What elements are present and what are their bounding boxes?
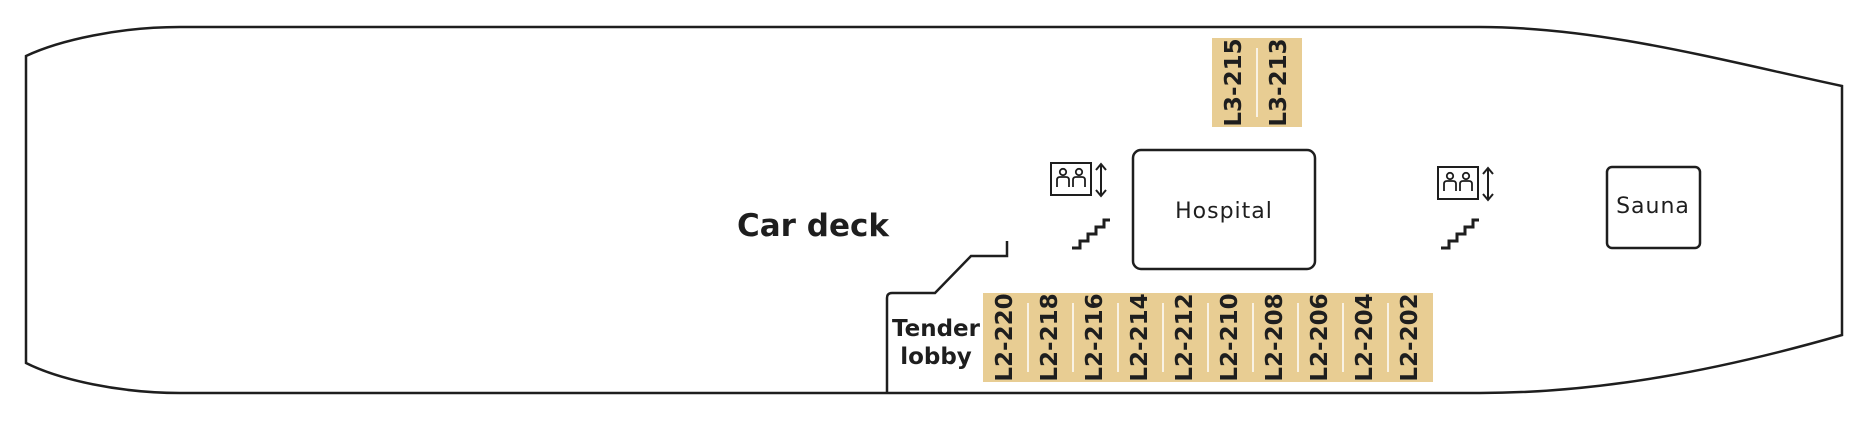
cabin-number: L3-213 bbox=[1266, 38, 1292, 126]
cabin-number: L3-215 bbox=[1221, 38, 1247, 126]
hospital-label: Hospital bbox=[1175, 199, 1273, 224]
car-deck-label: Car deck bbox=[737, 208, 890, 244]
cabin[interactable]: L2-202 bbox=[1387, 293, 1433, 382]
cabin-number: L2-216 bbox=[1082, 293, 1108, 381]
cabin[interactable]: L2-212 bbox=[1162, 293, 1208, 382]
cabin[interactable]: L3-213 bbox=[1256, 38, 1302, 127]
stairs-icon bbox=[1441, 218, 1479, 250]
cabin-number: L2-220 bbox=[992, 293, 1018, 381]
cabin-block[interactable] bbox=[1388, 293, 1433, 382]
cabin[interactable]: L2-218 bbox=[1027, 293, 1073, 382]
cabin-number: L2-210 bbox=[1217, 293, 1243, 381]
elevator-icon bbox=[1437, 166, 1494, 202]
cabin[interactable]: L2-214 bbox=[1117, 293, 1163, 382]
cabin-block[interactable] bbox=[1257, 38, 1302, 127]
cabin-number: L2-212 bbox=[1172, 293, 1198, 381]
cabin[interactable]: L2-206 bbox=[1297, 293, 1343, 382]
cabin-block[interactable] bbox=[1253, 293, 1298, 382]
hospital-room[interactable] bbox=[1131, 148, 1317, 271]
cabin-block[interactable] bbox=[1343, 293, 1388, 382]
cabin[interactable]: L2-210 bbox=[1207, 293, 1253, 382]
tender-lobby-label-line2: lobby bbox=[900, 344, 972, 370]
cabin-number: L2-208 bbox=[1262, 293, 1288, 381]
cabin-number: L2-218 bbox=[1037, 293, 1063, 381]
lower-cabin-group: L2-220 L2-218 L2-216 L2-214 L2-212 L2-210 L2-2… bbox=[983, 293, 1433, 382]
cabin-block[interactable] bbox=[1118, 293, 1163, 382]
cabin-number: L2-206 bbox=[1307, 293, 1333, 381]
cabin[interactable]: L2-216 bbox=[1072, 293, 1118, 382]
cabin-number: L2-204 bbox=[1352, 293, 1378, 381]
upper-cabin-group: L3-215 L3-213 bbox=[1212, 38, 1302, 127]
cabin-block[interactable] bbox=[1163, 293, 1208, 382]
car-deck-ramp-line bbox=[885, 241, 1009, 393]
cabin[interactable]: L3-215 bbox=[1212, 38, 1257, 127]
cabin[interactable]: L2-204 bbox=[1342, 293, 1388, 382]
cabin-block[interactable] bbox=[1208, 293, 1253, 382]
cabin[interactable]: L2-220 bbox=[983, 293, 1028, 382]
cabin-block[interactable] bbox=[983, 293, 1028, 382]
cabin-number: L2-202 bbox=[1397, 293, 1423, 381]
cabin-block[interactable] bbox=[1028, 293, 1073, 382]
hull-outline bbox=[24, 25, 1844, 395]
cabin-block[interactable] bbox=[1073, 293, 1118, 382]
cabin-block[interactable] bbox=[1298, 293, 1343, 382]
tender-lobby-label-line1: Tender bbox=[892, 316, 981, 342]
sauna-room[interactable] bbox=[1605, 165, 1702, 250]
cabin-number: L2-214 bbox=[1127, 293, 1153, 381]
stairs-icon bbox=[1072, 218, 1110, 250]
sauna-label: Sauna bbox=[1616, 194, 1690, 219]
cabin-block[interactable] bbox=[1212, 38, 1257, 127]
elevator-icon bbox=[1050, 162, 1107, 198]
cabin[interactable]: L2-208 bbox=[1252, 293, 1298, 382]
